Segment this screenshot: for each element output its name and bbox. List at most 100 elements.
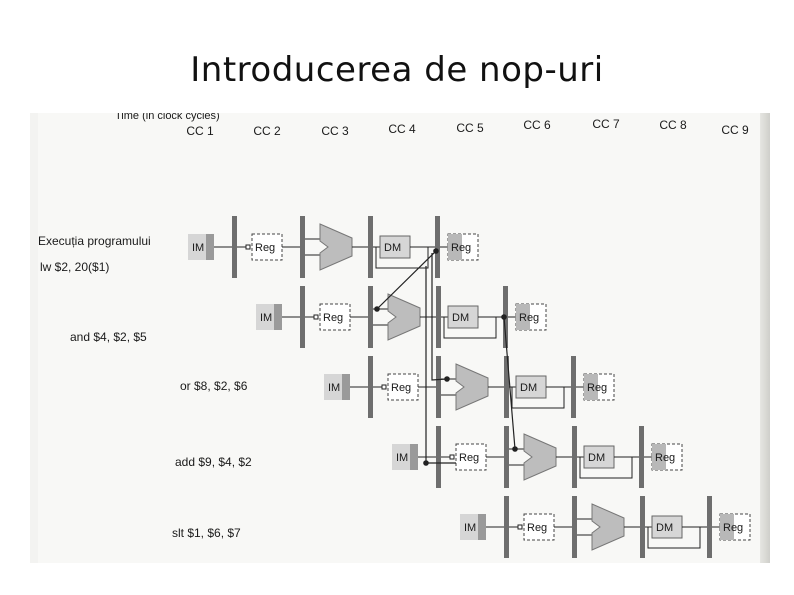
instruction-label: add $9, $4, $2 (175, 455, 252, 469)
cycle-label: CC 6 (523, 118, 551, 132)
pipeline-register-bar (639, 426, 644, 488)
pipeline-register-bar (640, 496, 645, 558)
dm-label: DM (656, 522, 673, 534)
im-label: IM (192, 242, 204, 254)
reg-read-block (387, 373, 419, 401)
reg-write-shade (720, 514, 734, 540)
pipeline-row: IM Reg DM Reg (324, 356, 615, 418)
pipeline-register-bar (572, 496, 577, 558)
im-label: IM (464, 522, 476, 534)
dm-label: DM (384, 242, 401, 254)
forwarding-line (503, 316, 516, 450)
forwarding-node (423, 460, 429, 466)
reg-write-shade (516, 304, 530, 330)
pipeline-register-bar (300, 216, 305, 278)
im-label: IM (396, 452, 408, 464)
connector (517, 524, 523, 530)
pipeline-register-bar (504, 496, 509, 558)
alu-shape (387, 293, 421, 341)
alu-shape (523, 433, 557, 481)
bypass-wire (579, 457, 633, 479)
alu-shape (455, 363, 489, 411)
reg-read-block (251, 233, 283, 261)
dm-label: DM (520, 382, 537, 394)
reg-read-label: Reg (255, 242, 275, 254)
reg-write-label: Reg (655, 452, 675, 464)
cycle-label: CC 5 (456, 121, 484, 135)
cycle-label: CC 3 (321, 124, 349, 138)
im-block-shade (206, 234, 214, 260)
reg-write-label: Reg (587, 382, 607, 394)
cycle-label: CC 1 (186, 124, 214, 138)
pipeline-register-bar (300, 286, 305, 348)
cycle-labels: CC 1 CC 2 CC 3 CC 4 CC 5 CC 6 CC 7 CC 8 CC 9 (186, 117, 749, 138)
slide-title: Introducerea de nop-uri (190, 50, 604, 90)
reg-write-label: Reg (723, 522, 743, 534)
forwarding-paths (374, 248, 518, 466)
instruction-label: and $4, $2, $5 (70, 330, 147, 344)
pipeline-register-bar (504, 426, 509, 488)
connector (245, 244, 251, 250)
forwarding-node (444, 376, 450, 382)
pipeline-register-bar (436, 356, 441, 418)
alu-shape (591, 503, 625, 551)
reg-read-block (523, 513, 555, 541)
instruction-label: slt $1, $6, $7 (172, 526, 241, 540)
im-block-shade (342, 374, 350, 400)
forwarding-node (512, 446, 518, 452)
instruction-labels: lw $2, 20($1)and $4, $2, $5or $8, $2, $6… (40, 260, 252, 540)
reg-write-label: Reg (519, 312, 539, 324)
pipeline-register-bar (436, 426, 441, 488)
bypass-wire (443, 317, 497, 339)
forwarding-node (374, 306, 380, 312)
pipeline-register-bar (232, 216, 237, 278)
pipeline-row: IM Reg DM Reg (256, 286, 547, 348)
pipeline-register-bar (435, 216, 440, 278)
alu-shape (319, 223, 353, 271)
pipeline-register-bar (436, 286, 441, 348)
reg-write-shade (652, 444, 666, 470)
photo-edge (760, 113, 770, 563)
reg-read-label: Reg (527, 522, 547, 534)
im-block-shade (478, 514, 486, 540)
reg-read-label: Reg (459, 452, 479, 464)
im-block-shade (410, 444, 418, 470)
connector (381, 384, 387, 390)
cycle-label: CC 8 (659, 118, 687, 132)
dm-label: DM (452, 312, 469, 324)
bypass-wire (511, 387, 565, 409)
cycle-label: CC 4 (388, 122, 416, 136)
pipeline-row: IM Reg DM Reg (460, 496, 751, 558)
connector (449, 454, 455, 460)
forwarding-line (376, 250, 437, 310)
im-label: IM (328, 382, 340, 394)
pipeline-register-bar (572, 426, 577, 488)
cycle-label: CC 2 (253, 124, 281, 138)
instruction-label: or $8, $2, $6 (180, 379, 248, 393)
pipeline-register-bar (707, 496, 712, 558)
im-label: IM (260, 312, 272, 324)
pipeline-register-bar (368, 356, 373, 418)
im-block-shade (274, 304, 282, 330)
bypass-wire (375, 247, 429, 269)
reg-write-shade (584, 374, 598, 400)
pipeline-register-bar (368, 216, 373, 278)
forwarding-line (431, 253, 448, 381)
cycle-label: CC 7 (592, 117, 620, 131)
time-axis-caption: Time (in clock cycles) (115, 113, 220, 122)
pipeline-register-bar (571, 356, 576, 418)
reg-write-shade (448, 234, 462, 260)
pipeline-register-bar (504, 356, 509, 418)
reg-read-label: Reg (323, 312, 343, 324)
program-label: Execuția programului (38, 234, 151, 248)
cycle-label: CC 9 (721, 123, 749, 137)
pipeline-register-bar (368, 286, 373, 348)
bypass-wire (647, 527, 701, 549)
reg-read-label: Reg (391, 382, 411, 394)
connector (313, 314, 319, 320)
